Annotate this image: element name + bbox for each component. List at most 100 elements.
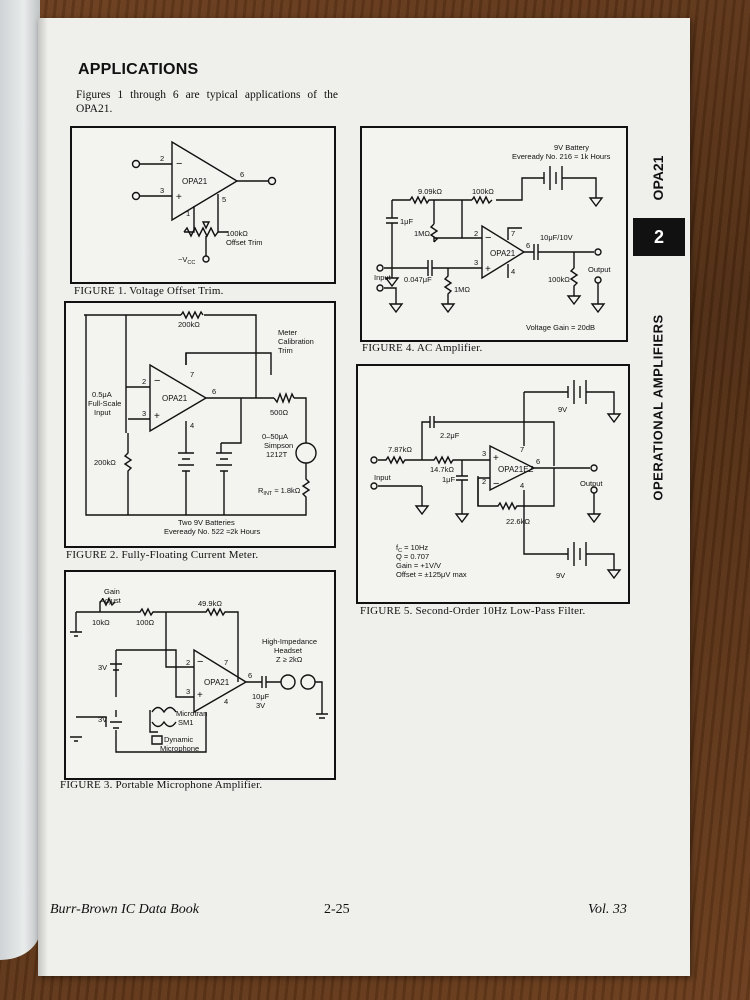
input-resistor-value: 200kΩ [94, 458, 116, 467]
page-gutter-shadow [38, 18, 48, 976]
meter-circle [295, 442, 317, 464]
resistor-226-value: 22.6kΩ [506, 517, 530, 526]
input-label: Input [374, 473, 392, 482]
side-product-label: OPA21 [650, 155, 666, 201]
svg-text:RINT ≈ 1.8kΩ: RINT ≈ 1.8kΩ [258, 486, 301, 497]
pin-6-label: 6 [240, 170, 244, 179]
input-cap-value: 0.047μF [404, 275, 432, 284]
inverting-sign: − [485, 232, 491, 244]
meter-cal-label-1: Meter [278, 328, 298, 337]
spec-fc-subscript: C [398, 548, 402, 554]
figure-1-frame: 2 3 − + OPA21 6 1 5 100kΩ Offset Trim −V… [70, 126, 336, 284]
input-label: Input [374, 273, 392, 282]
footer-book-title: Burr-Brown IC Data Book [50, 902, 199, 917]
opamp-label: OPA21 [490, 249, 516, 258]
pin-7-label: 7 [511, 229, 515, 238]
meter-label-1: 0–50μA [262, 432, 288, 441]
battery-label-2: Eveready No. 216 ≈ 1k Hours [512, 152, 611, 161]
battery-label-1: Two 9V Batteries [178, 518, 235, 527]
figure-3-caption: FIGURE 3. Portable Microphone Amplifier. [60, 779, 263, 791]
pin-7-label: 7 [520, 445, 524, 454]
footer-page-number: 2-25 [324, 902, 350, 917]
figure-5-caption: FIGURE 5. Second-Order 10Hz Low-Pass Fil… [360, 605, 586, 617]
figure-4-frame: 9V Battery Eveready No. 216 ≈ 1k Hours 9… [360, 126, 628, 342]
gain-label-2: Adjust [100, 596, 122, 605]
pin-7-label: 7 [224, 658, 228, 667]
rint-subscript: INT [263, 491, 273, 497]
meter-label-3: 1212T [266, 450, 288, 459]
battery-a [178, 452, 194, 472]
trim-resistor-value: 100kΩ [226, 229, 248, 238]
pin-3-label: 3 [142, 409, 146, 418]
inverting-sign: − [197, 656, 203, 668]
opamp-triangle [171, 140, 239, 222]
battery-a-label: 3V [98, 663, 107, 672]
battery [532, 166, 597, 198]
side-section-label: OPERATIONAL AMPLIFIERS [650, 314, 666, 501]
output-label: Output [588, 265, 611, 274]
microphone-body [149, 710, 163, 745]
headset-label-2: Headset [274, 646, 303, 655]
load-resistor-value: 100kΩ [548, 275, 570, 284]
figure-2-schematic: 200kΩ Meter Calibration Trim 500Ω 0.5μA … [84, 310, 317, 536]
inverting-sign: − [176, 158, 182, 170]
pin-4-label: 4 [224, 697, 228, 706]
battery-label-2: Eveready No. 522 ≈2k Hours [164, 527, 260, 536]
pin-2-label: 2 [474, 229, 478, 238]
headset-right [300, 674, 316, 690]
pin-2-label: 2 [142, 377, 146, 386]
input-label-2: Full-Scale [88, 399, 121, 408]
pin-5-label: 5 [222, 195, 226, 204]
output-label: Output [580, 479, 603, 488]
pin-6-label: 6 [536, 457, 540, 466]
resistor-147-value: 14.7kΩ [430, 465, 454, 474]
mic-label-2: Microphone [160, 744, 199, 753]
section-tab-number: 2 [633, 218, 685, 256]
figure-4-caption: FIGURE 4. AC Amplifier. [362, 342, 483, 354]
pin-3-label: 3 [160, 186, 164, 195]
battery-b-label: 3V [98, 715, 107, 724]
trim-resistor-label: Offset Trim [226, 238, 263, 247]
cap-1u-value: 1μF [442, 475, 455, 484]
spec-gain: Gain = +1V/V [396, 561, 441, 570]
noninverting-sign: + [197, 690, 203, 701]
inverting-sign: − [154, 375, 160, 387]
pin-2-label: 2 [482, 477, 486, 486]
meter-cal-label-2: Calibration [278, 337, 314, 346]
pin-6-label: 6 [526, 241, 530, 250]
battery-top-label: 9V [558, 405, 567, 414]
resistor-787-value: 7.87kΩ [388, 445, 412, 454]
figure-3-schematic: Gain Adjust 10kΩ 100Ω 49.9kΩ High-Impeda… [70, 587, 328, 753]
spec-q: Q = 0.707 [396, 552, 429, 561]
trim-resistor-value: 500Ω [270, 408, 289, 417]
noninverting-sign: + [176, 192, 182, 203]
opamp-label: OPA21 [182, 177, 208, 186]
noninverting-sign: + [154, 411, 160, 422]
opamp-triangle [489, 444, 536, 492]
headset-left [280, 674, 296, 690]
output-cap-value: 10μF [252, 692, 270, 701]
feedback-resistor-value: 49.9kΩ [198, 599, 222, 608]
cap-1u-value: 1μF [400, 217, 413, 226]
resistor-1m-b-value: 1MΩ [454, 285, 470, 294]
output-cap-voltage: 3V [256, 701, 265, 710]
pin-7-label: 7 [190, 370, 194, 379]
meter-label-2: Simpson [264, 441, 293, 450]
figure-2-frame: 200kΩ Meter Calibration Trim 500Ω 0.5μA … [64, 301, 336, 548]
battery-bottom-label: 9V [556, 571, 565, 580]
battery-b [185, 443, 232, 515]
intro-paragraph: Figures 1 through 6 are typical applicat… [76, 89, 338, 115]
supply-subscript: CC [187, 260, 195, 266]
battery-bottom [523, 490, 622, 580]
pin-3-label: 3 [186, 687, 190, 696]
meter-cal-label-3: Trim [278, 346, 293, 355]
battery-top [524, 380, 622, 424]
input-label-1: 0.5μA [92, 390, 112, 399]
pin-1-label: 1 [186, 209, 190, 218]
figure-2-caption: FIGURE 2. Fully-Floating Current Meter. [66, 549, 259, 561]
gain-resistor-value: 10kΩ [92, 618, 110, 627]
noninverting-sign: + [485, 264, 491, 275]
pin-3-label: 3 [482, 449, 486, 458]
resistor-100-value: 100Ω [136, 618, 155, 627]
svg-text:−VCC: −VCC [178, 255, 195, 266]
